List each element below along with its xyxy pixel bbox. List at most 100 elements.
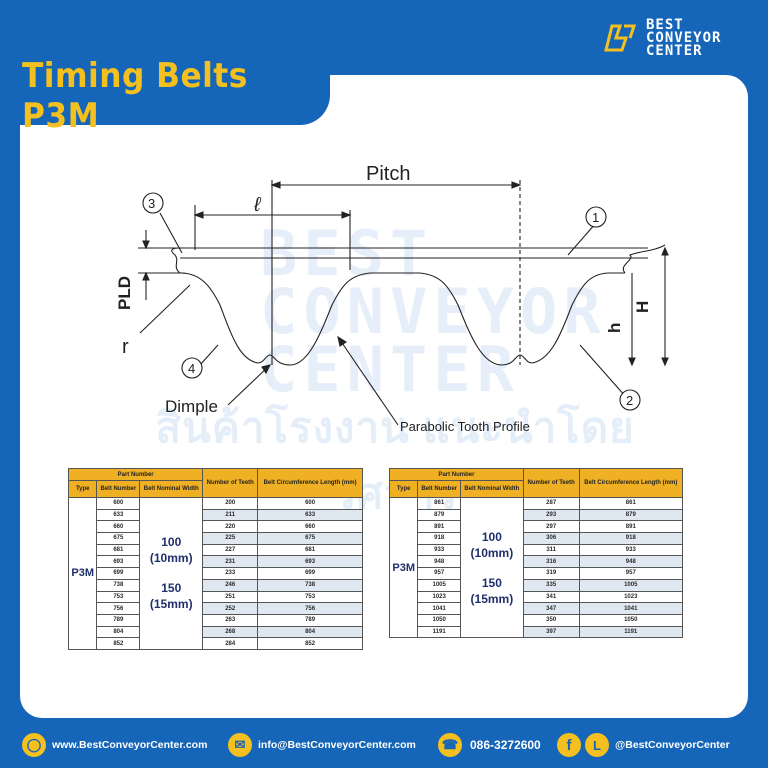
brand-line-1: BEST <box>646 16 684 33</box>
teeth-header: Number of Teeth <box>522 468 580 498</box>
brand-logo: BEST CONVEYOR CENTER <box>600 6 768 70</box>
circumference-cell: 1041 <box>578 602 684 615</box>
width-width-100-mm: (10mm) <box>470 545 514 560</box>
teeth-cell: 246 <box>202 578 259 592</box>
belt-number-cell: 1023 <box>417 590 461 604</box>
belt-number-cell: 933 <box>417 543 461 557</box>
belt-number-cell: 789 <box>96 613 141 627</box>
belt-number-cell: 1041 <box>417 602 461 615</box>
width-width-100: 100 <box>481 529 502 544</box>
email-link[interactable]: info@BestConveyorCenter.com <box>258 739 416 751</box>
h-label: h <box>605 323 624 333</box>
teeth-cell: 316 <box>522 555 580 569</box>
circumference-cell: 804 <box>257 625 363 639</box>
circumference-cell: 918 <box>578 532 684 545</box>
content-card: BEST CONVEYOR CENTER สินค้าโรงงาน แนะนำโ… <box>20 75 748 718</box>
belt-profile-diagram: 3 1 2 4 Pitch ℓ PLD r h H Dimple Parabol… <box>115 163 669 434</box>
pitch-label: Pitch <box>366 163 410 185</box>
teeth-cell: 293 <box>522 508 580 522</box>
line-icon[interactable]: L <box>585 733 609 757</box>
teeth-cell: 350 <box>522 613 580 627</box>
callout-2-circle <box>619 389 641 411</box>
teeth-cell: 225 <box>202 532 259 545</box>
belt-number-cell: 600 <box>96 497 141 510</box>
circumference-cell: 861 <box>578 497 684 510</box>
watermark-logo: BEST CONVEYOR CENTER <box>260 217 607 406</box>
r-label: r <box>122 336 129 358</box>
width-width-150: 150 <box>161 581 182 596</box>
belt-number-cell: 948 <box>417 555 461 569</box>
belt-number-cell: 753 <box>96 590 141 604</box>
circumference-header: Belt Circumference Length (mm) <box>578 468 684 498</box>
type-header: Type <box>388 480 419 498</box>
teeth-cell: 297 <box>522 520 580 534</box>
spec-table-right: Part Number Number of Teeth Belt Circumf… <box>388 468 684 639</box>
footer-email[interactable]: ✉ info@BestConveyorCenter.com <box>228 733 416 757</box>
footer-social[interactable]: f L @BestConveyorCenter <box>557 733 730 757</box>
width-header: Belt Nominal Width <box>139 480 204 498</box>
belt-number-cell: 918 <box>417 532 461 545</box>
type-cell: P3M <box>67 497 98 650</box>
pld-label: PLD <box>115 276 134 310</box>
callout-1-label: 1 <box>592 210 599 225</box>
circumference-cell: 1005 <box>578 578 684 592</box>
type-cell: P3M <box>388 496 419 639</box>
belt-number-cell: 693 <box>96 555 141 569</box>
teeth-cell: 306 <box>522 532 580 545</box>
callout-1-circle <box>585 206 607 228</box>
width-header: Belt Nominal Width <box>459 480 524 498</box>
teeth-cell: 211 <box>202 508 259 522</box>
belt-number-cell: 738 <box>96 578 141 592</box>
circumference-cell: 933 <box>578 543 684 557</box>
nominal-width-cell: 100(10mm)150(15mm) <box>139 497 204 650</box>
footer-website[interactable]: ◯ www.BestConveyorCenter.com <box>22 733 207 757</box>
footer-phone[interactable]: ☎ 086-3272600 <box>438 733 541 757</box>
conveyor-logo-icon <box>604 24 637 52</box>
tooth-profile <box>179 272 625 366</box>
width-width-100-mm: (10mm) <box>149 551 193 566</box>
width-width-150: 150 <box>481 575 502 590</box>
belt-number-cell: 756 <box>96 602 141 615</box>
teeth-cell: 284 <box>202 637 259 650</box>
facebook-icon[interactable]: f <box>557 733 581 757</box>
circumference-header: Belt Circumference Length (mm) <box>257 468 363 498</box>
teeth-cell: 200 <box>202 497 259 510</box>
belt-number-cell: 1191 <box>417 625 461 639</box>
belt-number-header: Belt Number <box>96 480 141 498</box>
circumference-cell: 948 <box>578 555 684 569</box>
circumference-cell: 675 <box>257 532 363 545</box>
type-header: Type <box>67 480 98 498</box>
brand-line-3: CENTER <box>646 42 703 59</box>
social-handle[interactable]: @BestConveyorCenter <box>615 739 730 751</box>
circumference-cell: 1023 <box>578 590 684 604</box>
circumference-cell: 681 <box>257 543 363 557</box>
circumference-cell: 891 <box>578 520 684 534</box>
circumference-cell: 600 <box>257 497 363 510</box>
phone-number[interactable]: 086-3272600 <box>470 738 541 752</box>
circumference-cell: 1050 <box>578 613 684 627</box>
globe-icon: ◯ <box>22 733 46 757</box>
belt-number-cell: 852 <box>96 637 141 650</box>
callout-2-label: 2 <box>626 393 633 408</box>
circumference-cell: 756 <box>257 602 363 615</box>
teeth-cell: 311 <box>522 543 580 557</box>
website-link[interactable]: www.BestConveyorCenter.com <box>52 739 208 751</box>
belt-number-cell: 861 <box>417 497 461 510</box>
part-number-header: Part Number <box>389 468 524 481</box>
teeth-cell: 220 <box>202 520 259 534</box>
